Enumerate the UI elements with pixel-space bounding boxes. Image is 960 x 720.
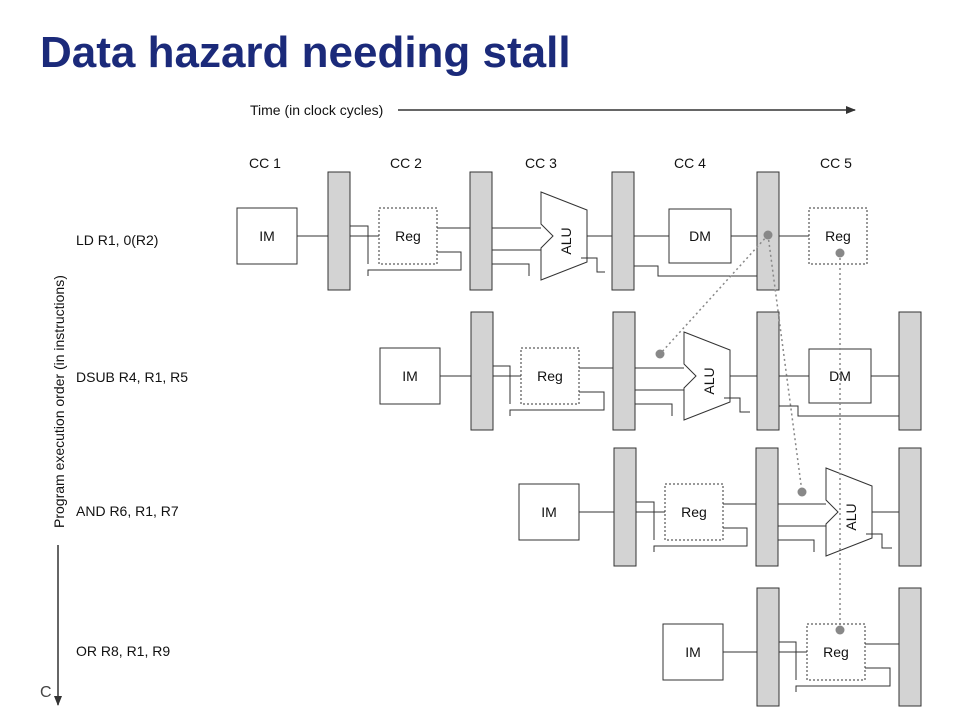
time-axis-label: Time (in clock cycles): [250, 102, 383, 118]
alu-label: ALU: [701, 367, 717, 394]
pipeline-register: [611, 171, 635, 291]
datapath-wire: [635, 403, 673, 416]
forward-point: [835, 625, 845, 635]
reg-label: Reg: [823, 644, 849, 660]
im-unit: [379, 347, 441, 405]
reg-label: Reg: [825, 228, 851, 244]
pipeline-register: [898, 587, 922, 707]
clock-cycle-labels: CC 1 CC 2 CC 3 CC 4 CC 5: [249, 155, 852, 171]
pipeline-register: [612, 311, 636, 431]
datapath-wire: [636, 501, 655, 540]
pipeline-register: [756, 587, 780, 707]
pipeline-register: [755, 447, 779, 567]
instruction-pipeline: IM Reg ALU: [518, 447, 922, 567]
datapath-wire: [509, 391, 605, 416]
instruction-label: DSUB R4, R1, R5: [76, 369, 188, 385]
datapath-wire: [795, 667, 891, 692]
reg-label: Reg: [395, 228, 421, 244]
alu-unit: [825, 467, 873, 557]
dm-unit: [668, 208, 732, 264]
instruction-labels: LD R1, 0(R2) DSUB R4, R1, R5 AND R6, R1, R…: [76, 232, 188, 659]
forward-point: [835, 248, 845, 258]
im-unit: [662, 623, 724, 681]
im-unit: [518, 483, 580, 541]
instruction-pipeline: IM Reg: [662, 587, 922, 707]
pipeline-register: [756, 311, 780, 431]
datapath-wire: [581, 257, 605, 273]
reg-unit: [520, 347, 580, 405]
order-axis-label: Program execution order (in instructions…: [51, 275, 67, 528]
slide-title: Data hazard needing stall: [40, 28, 571, 77]
instruction-label: LD R1, 0(R2): [76, 232, 158, 248]
pipeline-register: [470, 311, 494, 431]
datapath-wire: [653, 527, 748, 552]
im-label: IM: [685, 644, 701, 660]
instruction-label: AND R6, R1, R7: [76, 503, 179, 519]
pipeline-register: [613, 447, 637, 567]
datapath-wire: [493, 365, 511, 404]
reg-unit: [378, 207, 438, 265]
datapath-wire: [350, 225, 369, 264]
reg-label: Reg: [681, 504, 707, 520]
alu-label: ALU: [843, 503, 859, 530]
instruction-pipeline: IM Reg ALU DM Reg: [236, 171, 868, 291]
forward-point: [763, 230, 773, 240]
datapath-wire: [778, 539, 815, 552]
forward-path-dsub: [659, 234, 769, 355]
datapath-wire: [634, 265, 757, 277]
datapath-wire: [367, 251, 462, 276]
dm-label: DM: [689, 228, 711, 244]
cc-label: CC 3: [525, 155, 557, 171]
reg-unit: [806, 623, 866, 681]
pipeline-register: [898, 447, 922, 567]
pipeline-register: [469, 171, 493, 291]
forward-point: [797, 487, 807, 497]
im-unit: [236, 207, 298, 265]
im-label: IM: [541, 504, 557, 520]
forward-path-and: [767, 234, 803, 493]
datapath-wire: [779, 641, 797, 680]
datapath-wire: [779, 405, 899, 417]
alu-label: ALU: [558, 227, 574, 254]
pipeline-register: [327, 171, 351, 291]
instruction-label: OR R8, R1, R9: [76, 643, 170, 659]
footer-text: C: [40, 684, 52, 701]
cc-label: CC 2: [390, 155, 422, 171]
reg-unit: [664, 483, 724, 541]
datapath-wire: [492, 263, 530, 276]
im-label: IM: [259, 228, 275, 244]
forwarding-paths: [655, 230, 845, 635]
cc-label: CC 1: [249, 155, 281, 171]
dm-label: DM: [829, 368, 851, 384]
im-label: IM: [402, 368, 418, 384]
cc-label: CC 5: [820, 155, 852, 171]
datapath-wire: [866, 533, 892, 549]
cc-label: CC 4: [674, 155, 706, 171]
alu-unit: [540, 191, 588, 281]
pipeline-register: [898, 311, 922, 431]
alu-unit: [683, 331, 731, 421]
forward-point: [655, 349, 665, 359]
reg-label: Reg: [537, 368, 563, 384]
datapath-wire: [724, 397, 750, 413]
